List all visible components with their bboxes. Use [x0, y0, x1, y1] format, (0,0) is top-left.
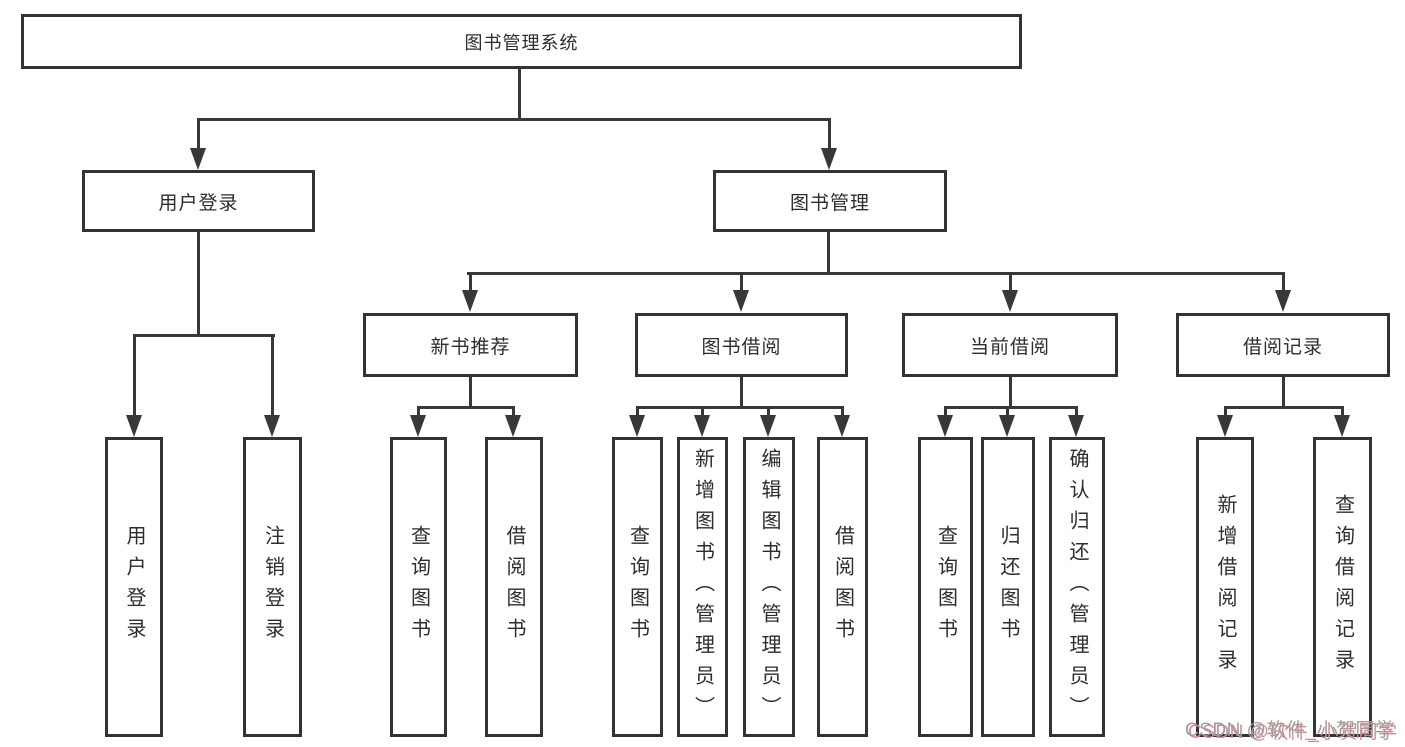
arrow-down-icon — [834, 415, 850, 437]
leaf-query-books-borrowing: 查询图书 — [612, 437, 663, 737]
arrow-down-icon — [821, 148, 837, 170]
arrow-down-icon — [1068, 415, 1084, 437]
arrow-down-icon — [264, 415, 280, 437]
node-book-management: 图书管理 — [713, 170, 947, 232]
connector-drop-lvl3 — [469, 272, 472, 294]
leaf-query-books-current: 查询图书 — [918, 437, 973, 737]
node-borrowing-records: 借阅记录 — [1176, 313, 1390, 377]
connector-stem — [740, 377, 743, 409]
connector-bookmgmt-rail — [467, 272, 1285, 275]
connector-drop-leaf — [417, 406, 420, 418]
connector-drop-leaf — [1224, 406, 1227, 418]
arrow-down-icon — [126, 415, 142, 437]
node-library-management-system: 图书管理系统 — [21, 14, 1022, 69]
connector-root-rail — [197, 118, 831, 121]
arrow-down-icon — [1334, 415, 1350, 437]
node-current-borrowing: 当前借阅 — [902, 313, 1118, 377]
arrow-down-icon — [1002, 290, 1018, 312]
arrow-down-icon — [629, 415, 645, 437]
connector-drop-lvl3 — [740, 272, 743, 294]
arrow-down-icon — [505, 415, 521, 437]
connector-drop-leaf — [271, 334, 274, 418]
leaf-add-borrow-record: 新增借阅记录 — [1196, 437, 1254, 737]
connector-rail — [944, 406, 1078, 409]
arrow-down-icon — [410, 415, 426, 437]
connector-bookmgmt-stem — [827, 232, 830, 275]
arrow-down-icon — [1275, 290, 1291, 312]
connector-drop-book-mgmt — [828, 118, 831, 152]
connector-drop-leaf — [767, 406, 770, 418]
leaf-confirm-return-admin: 确认归还（管理员） — [1049, 437, 1105, 737]
connector-drop-leaf — [701, 406, 704, 418]
connector-drop-leaf — [841, 406, 844, 418]
leaf-return-books: 归还图书 — [981, 437, 1035, 737]
connector-stem — [469, 377, 472, 409]
connector-userlogin-rail — [133, 334, 275, 337]
leaf-edit-books-admin: 编辑图书（管理员） — [743, 437, 795, 737]
node-new-book-recommendation: 新书推荐 — [363, 313, 578, 377]
arrow-down-icon — [190, 148, 206, 170]
connector-drop-leaf — [1341, 406, 1344, 418]
arrow-down-icon — [760, 415, 776, 437]
connector-drop-lvl3 — [1282, 272, 1285, 294]
csdn-watermark: CSDN @软件_小贺同学 — [1185, 720, 1395, 741]
connector-userlogin-stem — [197, 232, 200, 337]
arrow-down-icon — [694, 415, 710, 437]
connector-drop-user-login — [197, 118, 200, 152]
connector-drop-leaf — [944, 406, 947, 418]
node-book-borrowing: 图书借阅 — [635, 313, 848, 377]
arrow-down-icon — [999, 415, 1015, 437]
leaf-query-borrow-record: 查询借阅记录 — [1313, 437, 1372, 737]
connector-rail — [1224, 406, 1344, 409]
connector-rail — [636, 406, 844, 409]
connector-drop-leaf — [1006, 406, 1009, 418]
connector-drop-leaf — [636, 406, 639, 418]
leaf-borrow-books-borrowing: 借阅图书 — [817, 437, 868, 737]
leaf-query-books-recommend: 查询图书 — [390, 437, 447, 737]
leaf-logout: 注销登录 — [243, 437, 302, 737]
connector-stem — [1009, 377, 1012, 409]
node-user-login: 用户登录 — [82, 170, 315, 232]
connector-drop-leaf — [133, 334, 136, 418]
arrow-down-icon — [937, 415, 953, 437]
connector-root-stem — [518, 69, 521, 120]
connector-drop-leaf — [512, 406, 515, 418]
arrow-down-icon — [462, 290, 478, 312]
leaf-user-login: 用户登录 — [105, 437, 163, 737]
connector-drop-lvl3 — [1009, 272, 1012, 294]
arrow-down-icon — [1217, 415, 1233, 437]
leaf-borrow-books-recommend: 借阅图书 — [485, 437, 543, 737]
connector-drop-leaf — [1075, 406, 1078, 418]
leaf-add-books-admin: 新增图书（管理员） — [677, 437, 728, 737]
connector-stem — [1282, 377, 1285, 409]
connector-rail — [417, 406, 515, 409]
arrow-down-icon — [733, 290, 749, 312]
